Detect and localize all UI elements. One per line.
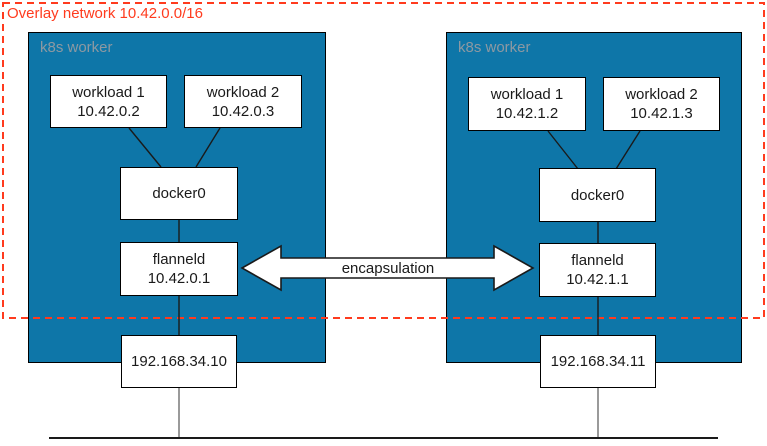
worker-label-left: k8s worker (40, 39, 113, 56)
node-workload1-right: workload 1 10.42.1.2 (468, 77, 586, 131)
node-title: docker0 (570, 186, 625, 204)
node-docker0-right: docker0 (539, 168, 656, 222)
node-ip: 10.42.0.3 (211, 102, 275, 120)
node-host-ip-left: 192.168.34.10 (121, 335, 237, 388)
node-ip: 10.42.0.1 (147, 270, 211, 287)
node-title: flanneld (571, 252, 624, 269)
node-title: workload 1 (490, 86, 564, 103)
node-title: workload 1 (72, 83, 145, 101)
node-workload2-left: workload 2 10.42.0.3 (184, 75, 302, 128)
node-workload2-right: workload 2 10.42.1.3 (603, 77, 720, 131)
node-ip: 10.42.0.2 (77, 102, 140, 120)
node-flanneld-left: flanneld 10.42.0.1 (120, 242, 238, 296)
encapsulation-label: encapsulation (341, 259, 435, 277)
node-title: docker0 (152, 185, 206, 202)
node-host-ip-right: 192.168.34.11 (540, 335, 656, 388)
node-ip: 192.168.34.10 (131, 353, 227, 370)
worker-label-right: k8s worker (458, 39, 531, 56)
node-title: workload 2 (206, 83, 280, 101)
node-workload1-left: workload 1 10.42.0.2 (50, 75, 167, 128)
node-docker0-left: docker0 (120, 167, 238, 220)
node-title: workload 2 (625, 86, 698, 103)
node-ip: 10.42.1.2 (495, 105, 559, 122)
node-flanneld-right: flanneld 10.42.1.1 (539, 243, 656, 297)
node-ip: 192.168.34.11 (550, 353, 646, 370)
node-title: flanneld (152, 251, 206, 268)
node-ip: 10.42.1.1 (566, 271, 629, 288)
overlay-network-label: Overlay network 10.42.0.0/16 (7, 5, 203, 22)
node-ip: 10.42.1.3 (630, 105, 693, 122)
